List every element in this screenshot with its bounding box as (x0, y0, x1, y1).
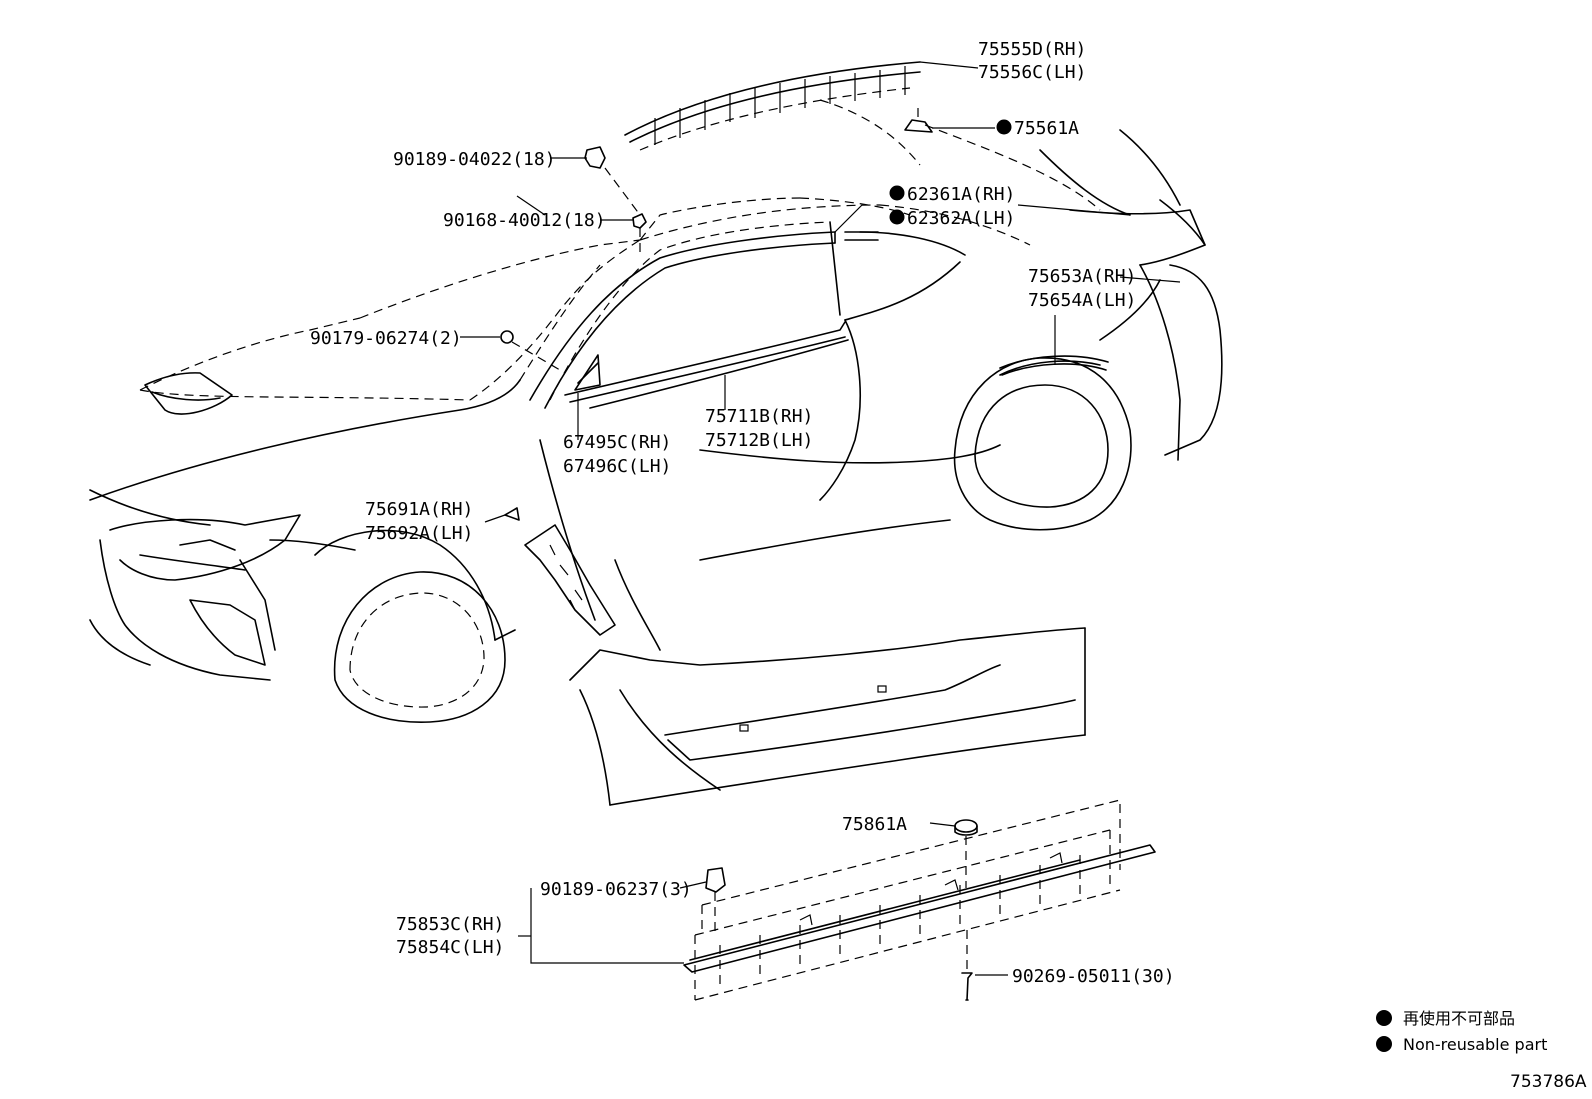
label-75861A: 75861A (842, 814, 907, 835)
label-75653A: 75653A(RH) (1028, 266, 1136, 287)
legend-dot-icon (1376, 1010, 1392, 1026)
label-75561A: 75561A (1014, 118, 1079, 139)
vehicle-illustration (89, 99, 1223, 806)
parts (500, 61, 1156, 1001)
non-reusable-dot (996, 119, 1012, 135)
non-reusable-dot (889, 209, 905, 225)
label-75556C: 75556C(LH) (978, 62, 1086, 83)
non-reusable-dot (889, 185, 905, 201)
legend: 再使用不可部品 Non-reusable part (1376, 1009, 1547, 1054)
label-90269-05011: 90269-05011(30) (1012, 966, 1175, 987)
label-90189-06237: 90189-06237(3) (540, 879, 692, 900)
label-62362A: 62362A(LH) (907, 208, 1015, 229)
legend-dot-icon (1376, 1036, 1392, 1052)
label-75712B: 75712B(LH) (705, 430, 813, 451)
figure-id: 753786A (1510, 1072, 1587, 1092)
label-90168-40012: 90168-40012(18) (443, 210, 606, 231)
leader-lines (460, 61, 1181, 976)
label-62361A: 62361A(RH) (907, 184, 1015, 205)
label-67495C: 67495C(RH) (563, 432, 671, 453)
label-75691A: 75691A(RH) (365, 499, 473, 520)
label-75654A: 75654A(LH) (1028, 290, 1136, 311)
label-75711B: 75711B(RH) (705, 406, 813, 427)
label-75692A: 75692A(LH) (365, 523, 473, 544)
label-90179-06274: 90179-06274(2) (310, 328, 462, 349)
label-67496C: 67496C(LH) (563, 456, 671, 477)
legend-jp: 再使用不可部品 (1403, 1009, 1515, 1028)
label-75854C: 75854C(LH) (396, 937, 504, 958)
legend-en: Non-reusable part (1403, 1035, 1547, 1054)
label-75555D: 75555D(RH) (978, 39, 1086, 60)
label-90189-04022: 90189-04022(18) (393, 149, 556, 170)
part-labels: 75555D(RH) 75556C(LH) 75561A 90189-04022… (310, 39, 1175, 987)
label-75853C: 75853C(RH) (396, 914, 504, 935)
